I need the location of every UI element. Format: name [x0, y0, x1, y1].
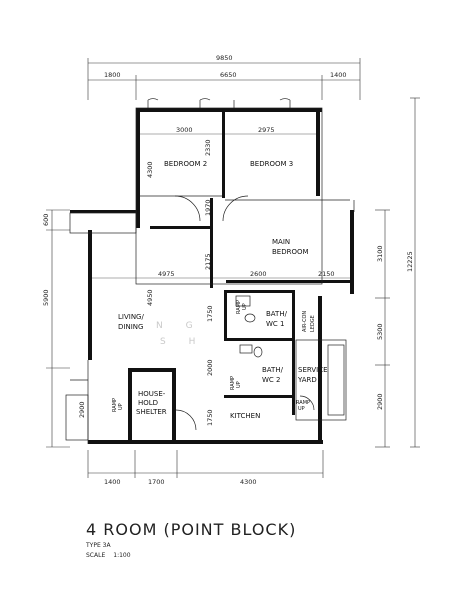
room-bath1-2: WC 1	[266, 320, 285, 328]
dim-bottom-1: 1400	[104, 478, 121, 486]
watermark-line-2: S H	[160, 337, 205, 347]
walls	[70, 108, 354, 444]
room-bedroom-2: BEDROOM 2	[164, 160, 207, 168]
room-living-2: DINING	[118, 323, 143, 331]
dim-left-3: 2900	[78, 401, 86, 418]
dim-right-total: 12225	[406, 251, 414, 272]
dim-living: 4950	[146, 289, 154, 306]
ramp-label-3: RAMP	[230, 376, 236, 390]
title-block: 4 ROOM (POINT BLOCK) TYPE 3A SCALE 1:100	[86, 520, 296, 559]
dim-bath1: 1750	[206, 305, 214, 322]
ramp-label-6: UP	[298, 406, 305, 412]
ramp-label-2: UP	[118, 403, 124, 410]
room-household-2: HOLD	[138, 399, 158, 407]
dim-right-1: 3100	[376, 245, 384, 262]
scale-value: 1:100	[113, 552, 131, 559]
ramp-label-8: UP	[242, 303, 248, 310]
room-kitchen: KITCHEN	[230, 412, 260, 420]
dim-left-2: 5900	[42, 289, 50, 306]
ramp-label-7: RAMP	[236, 300, 242, 314]
dim-bottom-2: 1700	[148, 478, 165, 486]
room-aircon-1: AIR-CON	[302, 311, 308, 332]
dim-mid-3: 2150	[318, 270, 335, 278]
dim-top-total: 9850	[216, 54, 233, 62]
room-service-yard-2: YARD	[297, 376, 317, 384]
interior-lines	[65, 98, 355, 444]
dim-right-3: 2900	[376, 393, 384, 410]
room-bath1-1: BATH/	[266, 310, 288, 318]
plan-type: TYPE 3A	[86, 542, 111, 549]
dim-top-2: 6650	[220, 71, 237, 79]
dim-bed3-width: 2975	[258, 126, 275, 134]
dim-mid-1: 4975	[158, 270, 175, 278]
dim-top-3: 1400	[330, 71, 347, 79]
ramp-label-5: RAMP	[296, 400, 310, 406]
scale-label: SCALE	[86, 552, 106, 559]
ramp-label-4: UP	[236, 381, 242, 388]
dim-bath2: 2000	[206, 359, 214, 376]
ramp-label-1: RAMP	[112, 398, 118, 412]
plan-title: 4 ROOM (POINT BLOCK)	[86, 520, 297, 539]
room-service-yard-1: SERVICE	[298, 366, 328, 374]
dim-corridor-2: 2175	[204, 253, 212, 270]
dim-right-2: 5300	[376, 323, 384, 340]
dimension-lines	[46, 58, 420, 478]
dim-bed2-width: 3000	[176, 126, 193, 134]
room-bath2-2: WC 2	[262, 376, 281, 384]
room-main-bedroom-1: MAIN	[272, 238, 290, 246]
dim-kitchen: 1750	[206, 409, 214, 426]
dim-top-1: 1800	[104, 71, 121, 79]
dim-bed2-height: 4300	[146, 161, 154, 178]
room-living-1: LIVING/	[118, 313, 144, 321]
room-bedroom-3: BEDROOM 3	[250, 160, 293, 168]
room-household-1: HOUSE-	[138, 390, 166, 398]
room-main-bedroom-2: BEDROOM	[272, 248, 309, 256]
dim-bed-height: 2330	[204, 139, 212, 156]
room-household-3: SHELTER	[136, 408, 167, 416]
dim-left-1: 600	[42, 214, 50, 226]
dim-mid-2: 2600	[250, 270, 267, 278]
dim-bottom-3: 4300	[240, 478, 257, 486]
room-bath2-1: BATH/	[262, 366, 284, 374]
dim-corridor: 1970	[204, 199, 212, 216]
room-aircon-2: LEDGE	[310, 315, 316, 332]
watermark-line-1: N G	[156, 321, 203, 331]
plan-scale: SCALE 1:100	[86, 552, 296, 559]
